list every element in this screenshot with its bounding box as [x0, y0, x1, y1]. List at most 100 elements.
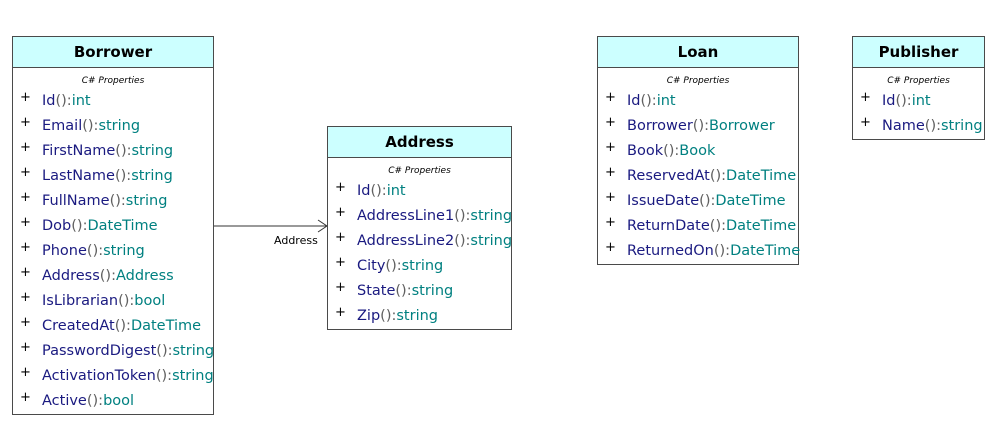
class-borrower[interactable]: Borrower C# Properties +Id():int+Email()…	[12, 36, 214, 415]
property-parens: ():	[114, 318, 131, 334]
property-row[interactable]: +FirstName():string	[13, 140, 213, 165]
property-name: Dob	[42, 218, 72, 234]
stereotype-label: C# Properties	[666, 76, 730, 86]
property-row[interactable]: +AddressLine2():string	[328, 230, 512, 255]
visibility-marker: +	[20, 390, 31, 405]
property-parens: ():	[713, 243, 731, 259]
property-signature: AddressLine1():string	[357, 205, 512, 227]
property-name: AddressLine1	[357, 208, 455, 224]
property-signature: Id():int	[42, 90, 91, 112]
property-name: Active	[42, 393, 87, 409]
visibility-marker: +	[335, 305, 346, 320]
property-row[interactable]: +FullName():string	[13, 190, 213, 215]
class-title: Borrower	[13, 37, 213, 68]
property-signature: FullName():string	[42, 190, 167, 212]
property-signature: IssueDate():DateTime	[627, 190, 786, 212]
property-row[interactable]: + Address():Address	[13, 265, 213, 290]
property-row[interactable]: +Id():int	[598, 90, 798, 115]
property-type: string	[131, 168, 173, 184]
property-row[interactable]: +IsLibrarian():bool	[13, 290, 213, 315]
property-type: Borrower	[708, 118, 775, 134]
property-name: Borrower	[627, 118, 693, 134]
property-row[interactable]: + Dob():DateTime	[13, 215, 213, 240]
property-signature: Borrower():Borrower	[627, 115, 775, 137]
visibility-marker: +	[20, 165, 31, 180]
class-loan[interactable]: Loan C# Properties +Id():int+Borrower():…	[597, 36, 800, 265]
property-name: Phone	[42, 243, 87, 259]
property-signature: ReturnedOn():DateTime	[627, 240, 800, 262]
property-row[interactable]: + IssueDate():DateTime	[598, 190, 798, 215]
property-row[interactable]: +Phone():string	[13, 240, 213, 265]
property-type: string	[125, 193, 168, 209]
property-signature: AddressLine2():string	[357, 230, 512, 252]
property-parens: ():	[709, 218, 726, 234]
property-type: Address	[115, 268, 174, 284]
property-name: City	[357, 258, 386, 274]
property-list: +Id():int+AddressLine1():string+AddressL…	[328, 180, 512, 330]
property-type: string	[470, 233, 513, 249]
property-row[interactable]: +LastName():string	[13, 165, 213, 190]
property-name: PasswordDigest	[42, 343, 157, 359]
property-type: string	[172, 368, 214, 384]
property-type: Book	[679, 143, 716, 159]
visibility-marker: +	[605, 190, 616, 205]
property-parens: ():	[640, 93, 657, 109]
property-type: bool	[134, 293, 166, 309]
property-type: string	[103, 243, 145, 259]
property-signature: State():string	[357, 280, 453, 302]
property-row[interactable]: +Id():int	[328, 180, 511, 205]
property-type: string	[172, 343, 215, 359]
property-signature: Address():Address	[42, 265, 174, 287]
property-parens: ():	[385, 258, 402, 274]
class-publisher[interactable]: Publisher C# Properties +Id():int+Name()…	[852, 36, 985, 140]
property-signature: Dob():DateTime	[42, 215, 158, 237]
property-name: State	[357, 283, 396, 299]
property-row[interactable]: +ReturnedOn():DateTime	[598, 240, 800, 265]
property-parens: ():	[155, 368, 173, 384]
property-row[interactable]: +Book():Book	[598, 140, 798, 165]
property-signature: ReservedAt():DateTime	[627, 165, 796, 187]
property-type: int	[386, 183, 406, 199]
property-name: Zip	[357, 308, 381, 324]
property-row[interactable]: +ActivationToken():string	[13, 365, 214, 390]
property-name: FirstName	[42, 143, 116, 159]
visibility-marker: +	[20, 265, 31, 280]
property-row[interactable]: +Active():bool	[13, 390, 213, 415]
stereotype-label: C# Properties	[81, 76, 145, 86]
property-row[interactable]: +ReservedAt():DateTime	[598, 165, 798, 190]
property-type: string	[940, 118, 983, 134]
stereotype-label: C# Properties	[887, 76, 950, 86]
property-signature: Email():string	[42, 115, 140, 137]
property-row[interactable]: +CreatedAt():DateTime	[13, 315, 213, 340]
property-name: ReturnedOn	[627, 243, 714, 259]
property-row[interactable]: +PasswordDigest():string	[13, 340, 215, 365]
property-name: Address	[42, 268, 100, 284]
property-type: int	[656, 93, 676, 109]
property-name: Email	[42, 118, 83, 134]
property-name: ReturnDate	[627, 218, 710, 234]
property-row[interactable]: +ReturnDate():DateTime	[598, 215, 798, 240]
property-row[interactable]: + Borrower():Borrower	[598, 115, 798, 140]
property-name: FullName	[42, 193, 110, 209]
property-row[interactable]: +City():string	[328, 255, 511, 280]
property-row[interactable]: +Email():string	[13, 115, 213, 140]
visibility-marker: +	[605, 115, 616, 130]
visibility-marker: +	[20, 90, 31, 105]
visibility-marker: +	[605, 215, 616, 230]
property-parens: ():	[370, 183, 387, 199]
property-parens: ():	[109, 193, 126, 209]
property-signature: Id():int	[357, 180, 406, 202]
property-row[interactable]: +State():string	[328, 280, 511, 305]
property-row[interactable]: +Name():string	[853, 115, 984, 140]
visibility-marker: +	[20, 365, 31, 380]
property-type: DateTime	[726, 168, 797, 184]
property-parens: ():	[118, 293, 135, 309]
property-row[interactable]: + Id():int	[13, 90, 213, 115]
property-signature: Id():int	[627, 90, 676, 112]
property-type: bool	[103, 393, 135, 409]
visibility-marker: +	[20, 215, 31, 230]
property-row[interactable]: +AddressLine1():string	[328, 205, 512, 230]
class-address[interactable]: Address C# Properties +Id():int+AddressL…	[327, 126, 512, 330]
property-row[interactable]: +Zip():string	[328, 305, 511, 330]
property-row[interactable]: +Id():int	[853, 90, 984, 115]
